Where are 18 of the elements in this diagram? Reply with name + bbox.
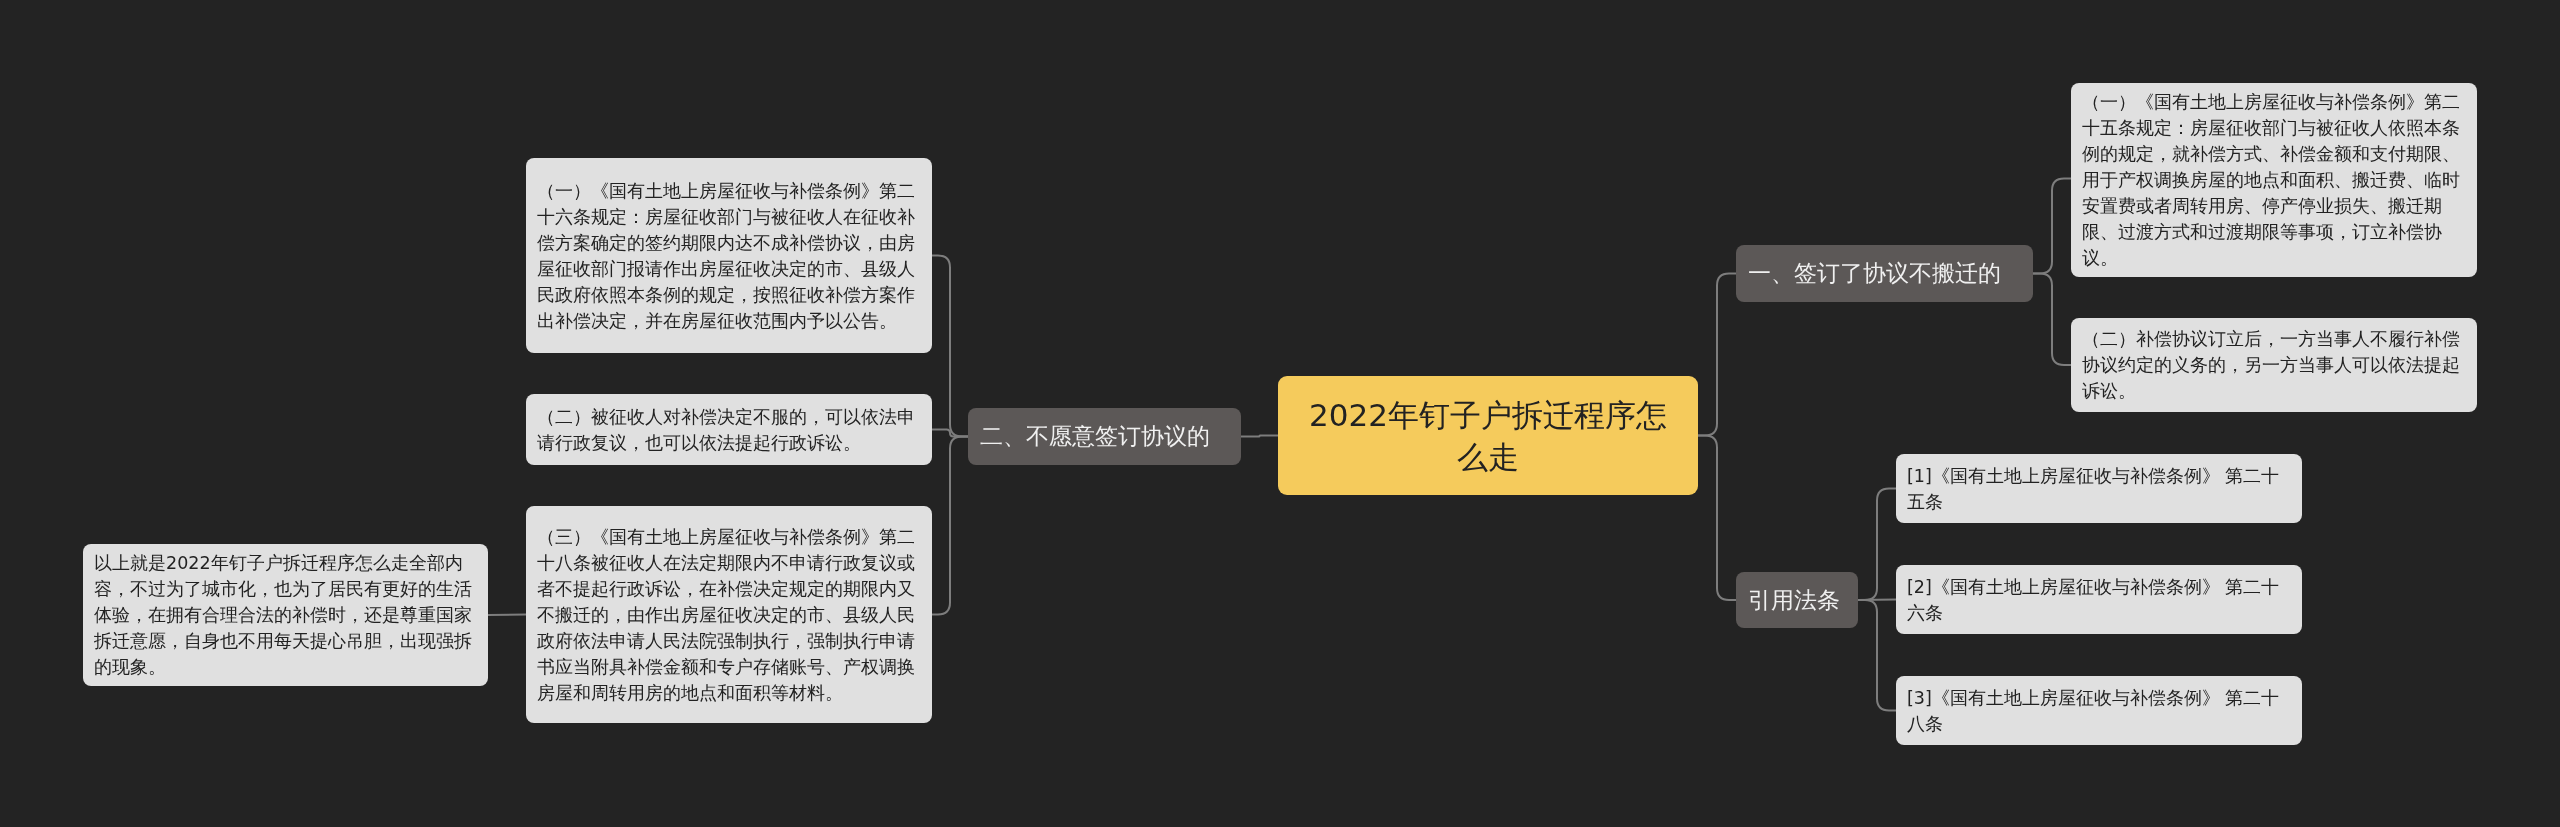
connector-line	[487, 613, 527, 616]
note-card: [2]《国有土地上房屋征收与补偿条例》 第二十六条	[1896, 565, 2302, 634]
note-card: 以上就是2022年钉子户拆迁程序怎么走全部内容，不过为了城市化，也为了居民有更好的生活体验，在拥有合理合法的补偿时，还是尊重国家拆迁意愿，自身也不用每天提心吊胆，出现强拆的现象。	[83, 544, 488, 686]
central-topic: 2022年钉子户拆迁程序怎么走	[1278, 376, 1698, 495]
note-card: （三）《国有土地上房屋征收与补偿条例》第二十八条被征收人在法定期限内不申请行政复议或者不提起行政诉讼，在补偿决定规定的期限内又不搬迁的，由作出房屋征收决定的市、县级人民政府依法申请人民法院强制执行，强制执行申请书应当附具补偿金额和专户存储账号、产权调换房屋和周转用房的地点和面积等材料。	[526, 506, 932, 723]
connector-line	[1240, 434, 1279, 438]
connector-line	[2032, 272, 2072, 366]
note-card: （一）《国有土地上房屋征收与补偿条例》第二十六条规定：房屋征收部门与被征收人在征收补偿方案确定的签约期限内达不成补偿协议，由房屋征收部门报请作出房屋征收决定的市、县级人民政府依照本条例的规定，按照征收补偿方案作出补偿决定，并在房屋征收范围内予以公告。	[526, 158, 932, 353]
branch-topic: 二、不愿意签订协议的	[968, 408, 1241, 465]
note-card: （二）补偿协议订立后，一方当事人不履行补偿协议约定的义务的，另一方当事人可以依法提起诉讼。	[2071, 318, 2477, 412]
connector-line	[1697, 434, 1737, 601]
note-card: [3]《国有土地上房屋征收与补偿条例》 第二十八条	[1896, 676, 2302, 745]
note-card: （二）被征收人对补偿决定不服的，可以依法申请行政复议，也可以依法提起行政诉讼。	[526, 394, 932, 465]
branch-topic: 引用法条	[1736, 572, 1858, 628]
note-card: [1]《国有土地上房屋征收与补偿条例》 第二十五条	[1896, 454, 2302, 523]
note-card: （一）《国有土地上房屋征收与补偿条例》第二十五条规定：房屋征收部门与被征收人依照本条例的规定，就补偿方式、补偿金额和支付期限、用于产权调换房屋的地点和面积、搬迁费、临时安置费或者周转用房、停产停业损失、搬迁期限、过渡方式和过渡期限等事项，订立补偿协议。	[2071, 83, 2477, 277]
branch-topic: 一、签订了协议不搬迁的	[1736, 245, 2033, 302]
connector-line	[1857, 599, 1897, 712]
